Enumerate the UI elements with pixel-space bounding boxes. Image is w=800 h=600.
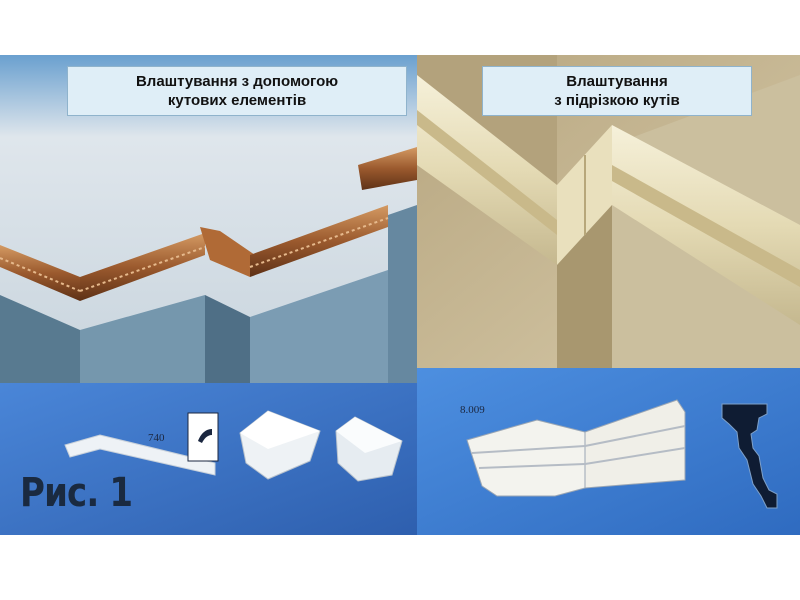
caption-left-line-1: Влаштування з допомогою xyxy=(135,73,339,90)
caption-cut-corners: Влаштування з підрізкою кутів xyxy=(482,66,752,116)
right-product-cornice-profile xyxy=(417,368,800,535)
right-photo-cream-cornice xyxy=(417,55,800,368)
left-product-corner-elements xyxy=(0,383,417,535)
dimension-height-label: 740 xyxy=(148,432,165,444)
caption-right-line-2: з підрізкою кутів xyxy=(554,92,680,109)
caption-right-line-1: Влаштування xyxy=(566,73,668,90)
figure-label: Рис. 1 xyxy=(20,470,133,516)
caption-left-line-2: кутових елементів xyxy=(167,92,307,109)
product-code-label: 8.009 xyxy=(460,404,485,416)
caption-corner-elements: Влаштування з допомогою кутових елементі… xyxy=(67,66,407,116)
